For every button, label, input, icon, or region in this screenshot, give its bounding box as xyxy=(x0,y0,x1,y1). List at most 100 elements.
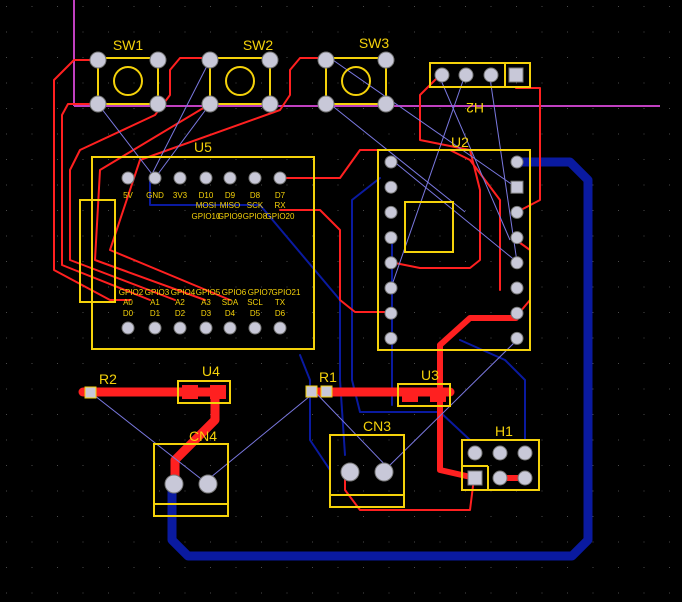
grid-dot xyxy=(31,57,33,58)
h2-pad[interactable] xyxy=(458,67,474,83)
u2-pad[interactable] xyxy=(510,155,524,169)
grid-dot xyxy=(31,108,33,109)
grid-dot xyxy=(82,516,84,517)
sw3-pad[interactable] xyxy=(377,51,395,69)
h2-pad[interactable] xyxy=(508,67,524,83)
r1-pad[interactable] xyxy=(320,385,333,398)
grid-dot xyxy=(133,210,135,211)
grid-dot xyxy=(465,388,466,390)
grid-dot xyxy=(541,82,543,84)
u5-pad[interactable] xyxy=(199,321,213,335)
u5-pad[interactable] xyxy=(148,171,162,185)
r2-pad[interactable] xyxy=(84,386,97,399)
h1-pad[interactable] xyxy=(517,445,533,461)
sw1-pad[interactable] xyxy=(89,95,107,113)
h2-pad[interactable] xyxy=(434,67,450,83)
h2-header[interactable]: H2 xyxy=(429,62,531,116)
grid-dot xyxy=(159,465,160,466)
u3-pad[interactable] xyxy=(430,388,446,402)
u2-pad[interactable] xyxy=(384,180,398,194)
grid-dot xyxy=(133,490,135,492)
cn4-pad[interactable] xyxy=(198,474,218,494)
u2-pad[interactable] xyxy=(384,331,398,345)
u5-pad[interactable] xyxy=(223,321,237,335)
u4-pad[interactable] xyxy=(210,385,226,399)
r1-label: R1 xyxy=(319,369,337,385)
u5-pad[interactable] xyxy=(148,321,162,335)
h2-pad[interactable] xyxy=(483,67,499,83)
grid-dot xyxy=(388,439,390,441)
u5-pad[interactable] xyxy=(248,171,262,185)
grid-dot xyxy=(184,490,186,492)
sw3-pad[interactable] xyxy=(317,51,335,69)
u2-pad[interactable] xyxy=(384,231,398,245)
sw1-pad[interactable] xyxy=(149,95,167,113)
u5-pin-label: GPIO7 xyxy=(248,288,273,297)
u3-regulator[interactable]: U3 xyxy=(397,367,451,407)
h1-pad[interactable] xyxy=(517,470,533,486)
r1-pad[interactable] xyxy=(305,385,318,398)
grid-dot xyxy=(490,541,492,543)
cn3-pad[interactable] xyxy=(340,462,360,482)
grid-dot xyxy=(108,567,109,568)
u2-pad[interactable] xyxy=(510,205,524,219)
sw3-pad[interactable] xyxy=(317,95,335,113)
u2-pad[interactable] xyxy=(510,306,524,320)
grid-dot xyxy=(82,133,84,135)
h1-header[interactable]: H1 xyxy=(461,423,540,491)
u3-pad[interactable] xyxy=(402,388,418,402)
sw1-pad[interactable] xyxy=(89,51,107,69)
u2-pad[interactable] xyxy=(384,256,398,270)
u2-pad[interactable] xyxy=(384,205,398,219)
u4-pad[interactable] xyxy=(182,385,198,399)
grid-dot xyxy=(31,210,33,211)
u2-pad[interactable] xyxy=(384,281,398,295)
h1-pad[interactable] xyxy=(492,445,508,461)
sw2-pad[interactable] xyxy=(201,51,219,69)
grid-dot xyxy=(439,210,441,211)
u5-pad[interactable] xyxy=(173,321,187,335)
h1-pad[interactable] xyxy=(492,470,508,486)
r2-resistor[interactable]: R2 xyxy=(84,371,117,399)
sw2-footprint[interactable]: SW2 xyxy=(201,37,279,113)
sw2-pad[interactable] xyxy=(261,95,279,113)
u5-pad[interactable] xyxy=(173,171,187,185)
u2-pad[interactable] xyxy=(384,155,398,169)
u5-pad[interactable] xyxy=(273,321,287,335)
u5-pad[interactable] xyxy=(199,171,213,185)
sw1-footprint[interactable]: SW1 xyxy=(89,37,167,113)
u2-pad[interactable] xyxy=(510,231,524,245)
u5-pad[interactable] xyxy=(121,321,135,335)
u4-regulator[interactable]: U4 xyxy=(177,363,231,404)
sw3-pad[interactable] xyxy=(377,95,395,113)
u2-pad[interactable] xyxy=(384,306,398,320)
sw3-footprint[interactable]: SW3 xyxy=(317,35,395,113)
u5-pin-label: D10 xyxy=(199,191,214,200)
r1-resistor[interactable]: R1 xyxy=(305,369,337,398)
u5-pad[interactable] xyxy=(223,171,237,185)
h1-pad[interactable] xyxy=(467,470,483,486)
u2-pad[interactable] xyxy=(510,331,524,345)
u2-pad[interactable] xyxy=(510,256,524,270)
u5-pin-label: MISO xyxy=(220,201,240,210)
cn4-pad[interactable] xyxy=(164,474,184,494)
sw1-pad[interactable] xyxy=(149,51,167,69)
cn3-connector[interactable]: CN3 xyxy=(329,418,405,508)
h1-pad[interactable] xyxy=(467,445,483,461)
cn4-connector[interactable]: CN4 xyxy=(153,428,229,517)
u2-pad[interactable] xyxy=(510,281,524,295)
sw2-pad[interactable] xyxy=(201,95,219,113)
u5-pad[interactable] xyxy=(273,171,287,185)
u2-pad[interactable] xyxy=(510,180,524,194)
u2-module[interactable]: U2 xyxy=(377,134,531,351)
grid-dot xyxy=(567,82,568,84)
sw2-pad[interactable] xyxy=(261,51,279,69)
grid-dot xyxy=(618,541,619,543)
grid-dot xyxy=(618,439,619,441)
u5-pad[interactable] xyxy=(248,321,262,335)
u5-pad[interactable] xyxy=(121,171,135,185)
grid-dot xyxy=(286,6,288,7)
cn3-pad[interactable] xyxy=(374,462,394,482)
